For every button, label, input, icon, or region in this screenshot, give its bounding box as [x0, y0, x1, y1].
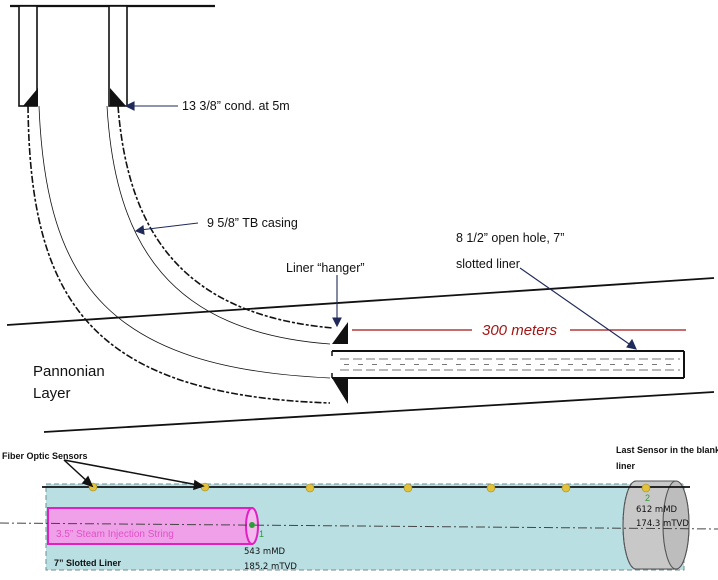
casing-curves: [27, 105, 334, 404]
steam-injection-string: [47, 507, 253, 545]
casing-label: 9 5/8” TB casing: [207, 216, 298, 230]
fiber-sensor: [486, 483, 496, 493]
fiber-inset: Fiber Optic Sensors Last Sensor in the b…: [0, 445, 718, 572]
open-hole-label-line1: 8 1/2” open hole, 7”: [456, 231, 564, 245]
slotted-liner-horizontal: [331, 350, 685, 379]
liner-hanger-label: Liner “hanger”: [286, 261, 365, 275]
fiber-sensor: [641, 483, 651, 493]
open-hole-label-line2: slotted liner: [456, 257, 520, 271]
sensor-1-tvd: 185.2 mTVD: [244, 562, 297, 572]
layer-label-line1: Pannonian: [33, 363, 105, 380]
sensor-1-md: 543 mMD: [244, 547, 286, 557]
well-centerline: [0, 522, 718, 530]
sensor-arrows: [63, 459, 205, 491]
last-sensor-label-line1: Last Sensor in the blank: [616, 445, 718, 455]
sensor-1-marker: [249, 522, 255, 528]
fiber-sensor: [561, 483, 571, 493]
sensor-2-id: 2: [645, 493, 650, 503]
sensor-2-tvd: 174.3 mTVD: [636, 519, 689, 529]
slotted-liner-label: 7” Slotted Liner: [54, 558, 122, 568]
blank-liner-end: [662, 480, 690, 570]
length-label: 300 meters: [482, 322, 558, 339]
steam-string-label: 3.5” Steam Injection String: [56, 529, 174, 540]
conductor-pipe: [18, 5, 128, 107]
fiber-sensor: [305, 483, 315, 493]
last-sensor-label-line2: liner: [616, 461, 636, 471]
liner-hanger: [332, 322, 348, 404]
annotation-arrows: [124, 101, 637, 350]
formation-bottom-line: [43, 391, 715, 433]
sensor-2-md: 612 mMD: [636, 505, 678, 515]
fiber-sensors-label: Fiber Optic Sensors: [2, 451, 88, 461]
formation-top-line: [6, 277, 715, 326]
conductor-label: 13 3/8” cond. at 5m: [182, 99, 290, 113]
sensor-1-id: 1: [259, 529, 264, 539]
fiber-sensor: [403, 483, 413, 493]
layer-label-line2: Layer: [33, 385, 71, 402]
